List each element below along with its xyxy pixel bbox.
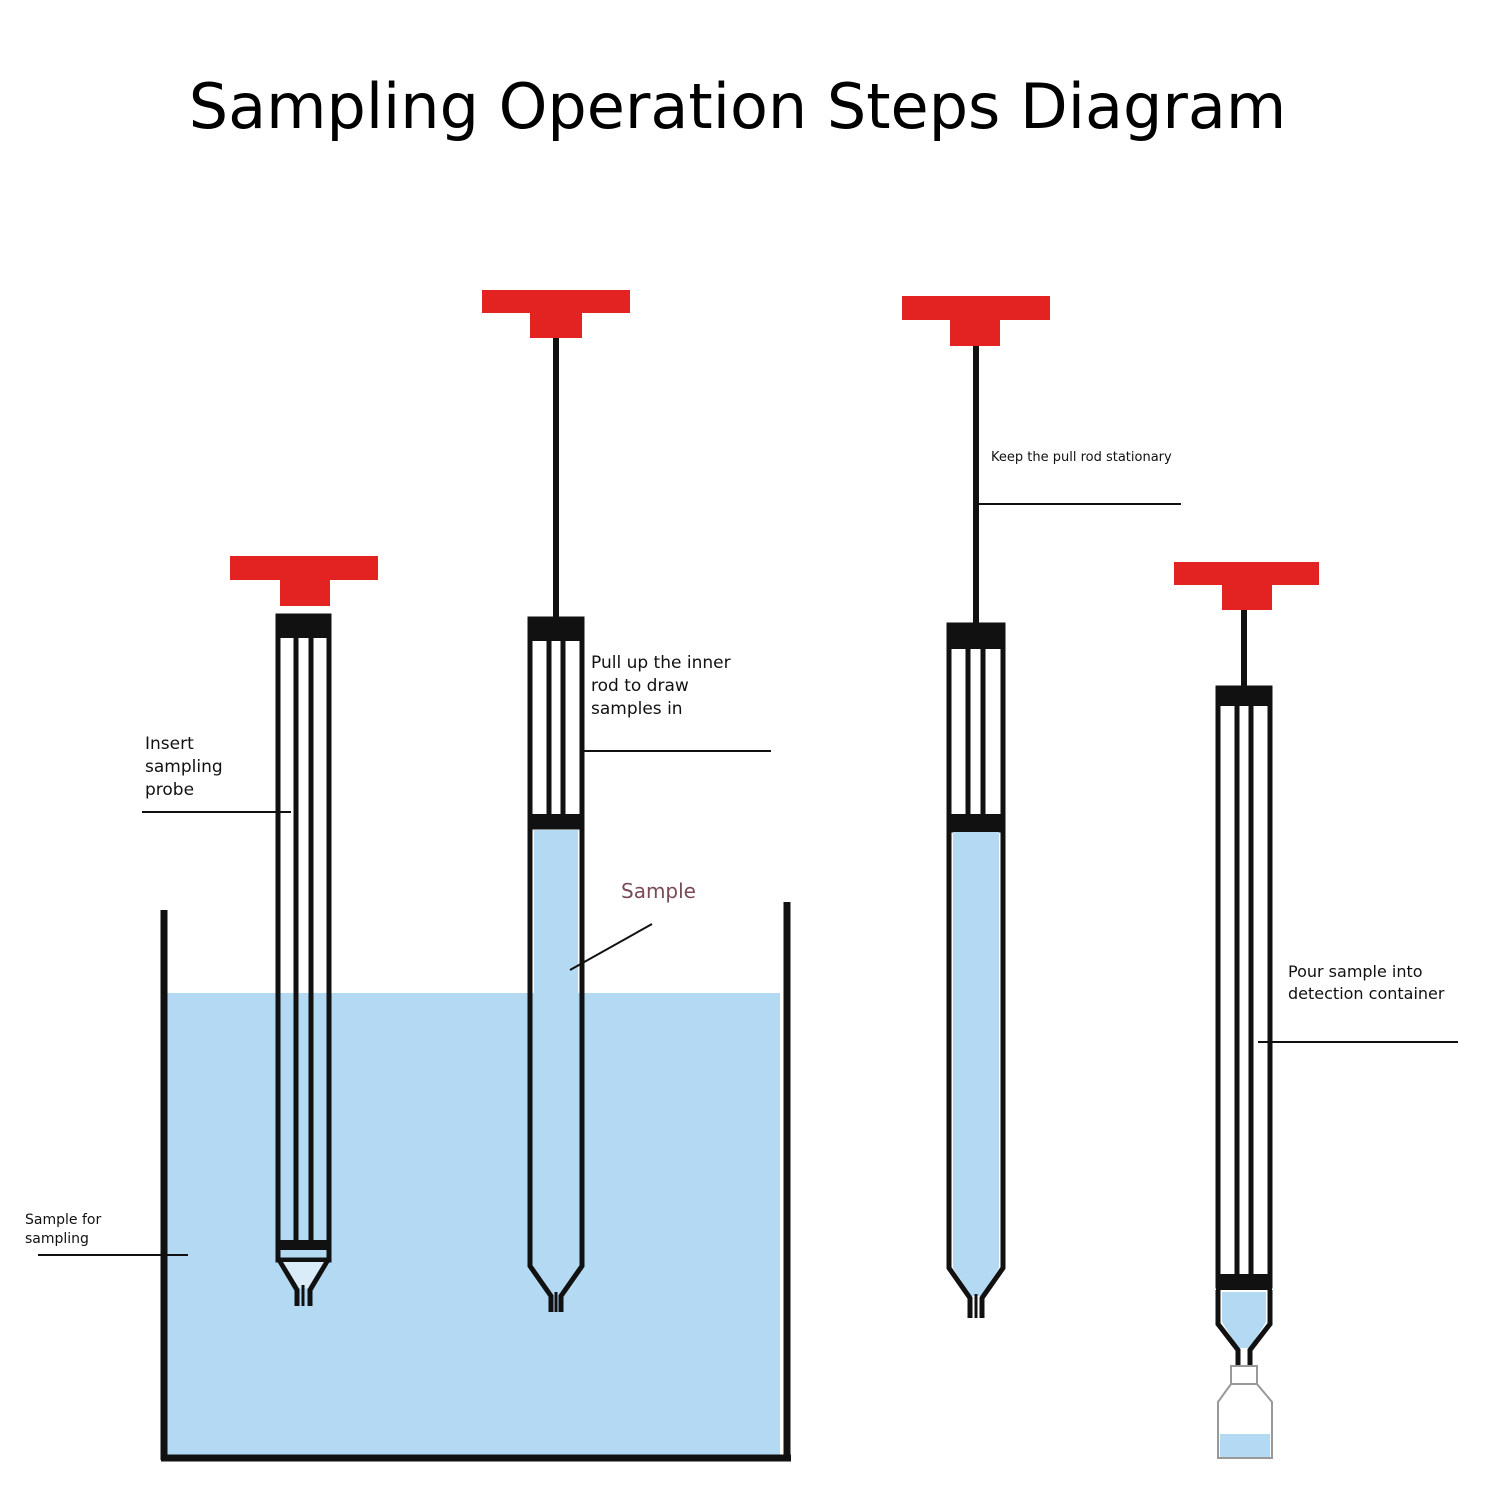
leader-lines xyxy=(38,503,1458,1256)
probe-liquid xyxy=(534,830,578,1295)
t-handle xyxy=(230,556,378,606)
probe-step-1 xyxy=(230,556,378,1306)
probe-step-4 xyxy=(1174,562,1319,1372)
label-sample-for-sampling: Sample for sampling xyxy=(25,1212,102,1247)
page-title: Sampling Operation Steps Diagram xyxy=(188,70,1287,143)
container-liquid xyxy=(166,993,780,1457)
probe-liquid xyxy=(1222,1292,1266,1348)
probe-step-3 xyxy=(902,296,1050,1318)
t-handle xyxy=(902,296,1050,346)
t-handle xyxy=(1174,562,1319,610)
detection-container xyxy=(1217,1365,1273,1459)
bottle-liquid xyxy=(1220,1434,1270,1457)
leader-sample xyxy=(569,923,653,971)
label-pull-up: Pull up the inner rod to draw samples in xyxy=(591,653,731,719)
probe-liquid xyxy=(953,832,999,1296)
t-handle xyxy=(482,290,630,338)
label-insert-probe: Insert sampling probe xyxy=(145,734,223,800)
sample-container xyxy=(160,902,791,1462)
label-keep-stationary: Keep the pull rod stationary xyxy=(991,450,1172,465)
probe-step-2 xyxy=(482,290,630,1312)
label-pour-sample: Pour sample into detection container xyxy=(1288,962,1445,1003)
label-sample: Sample xyxy=(621,879,696,903)
